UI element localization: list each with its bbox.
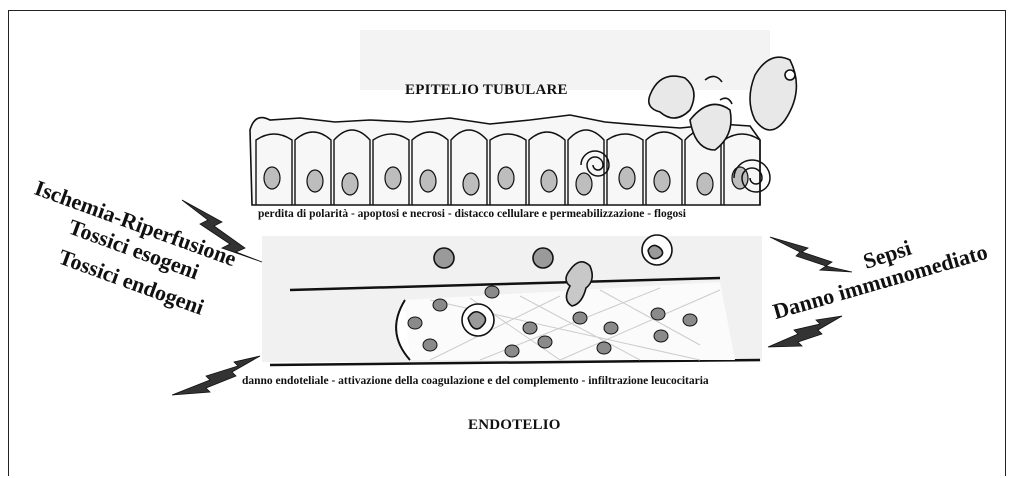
- epithelium-title: EPITELIO TUBULARE: [405, 82, 568, 99]
- endothelium-title: ENDOTELIO: [468, 417, 561, 434]
- background-shade: [360, 30, 770, 90]
- red-blood-cell: [651, 308, 665, 320]
- epithelial-cells: [250, 115, 760, 205]
- red-blood-cell: [485, 286, 499, 298]
- red-blood-cell: [683, 314, 697, 326]
- red-blood-cell: [408, 317, 422, 329]
- red-blood-cell: [597, 342, 611, 354]
- red-blood-cell: [604, 322, 618, 334]
- red-blood-cell: [538, 336, 552, 348]
- epithelium-caption: perdita di polarità - apoptosi e necrosi…: [258, 208, 686, 220]
- red-blood-cell: [423, 339, 437, 351]
- red-blood-cell: [523, 322, 537, 334]
- red-blood-cell: [573, 312, 587, 324]
- red-blood-cell: [433, 299, 447, 311]
- red-blood-cell: [505, 345, 519, 357]
- red-blood-cell: [654, 330, 668, 342]
- bolt-upper-right: [770, 237, 852, 272]
- endothelium-caption: danno endoteliale - attivazione della co…: [242, 375, 709, 387]
